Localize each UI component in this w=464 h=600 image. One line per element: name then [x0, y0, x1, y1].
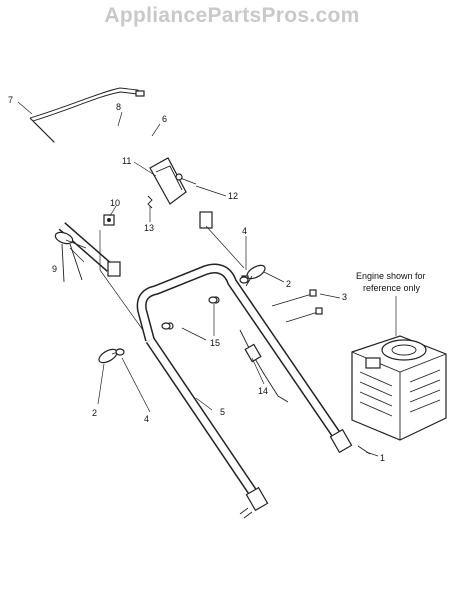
part-4-washer-top[interactable]: [239, 276, 249, 284]
callout-9: 9: [52, 264, 57, 274]
part-5-lower-handle[interactable]: [136, 263, 353, 512]
callout-2-top: 2: [286, 279, 291, 289]
part-15-washers[interactable]: [161, 296, 218, 330]
callout-14: 14: [258, 386, 268, 396]
callout-11: 11: [122, 156, 131, 166]
callout-15: 15: [210, 338, 220, 348]
part-3-bolts[interactable]: [271, 289, 323, 323]
engine-note-line-1: Engine shown for: [356, 271, 426, 281]
part-11-control-box[interactable]: [149, 157, 187, 205]
callout-1: 1: [380, 453, 385, 463]
leader-lines: [17, 101, 379, 457]
callout-3: 3: [342, 292, 347, 302]
bottom-clip: [239, 507, 253, 519]
part-4-washer-bottom[interactable]: [115, 348, 125, 356]
engine-reference-drawing: [351, 335, 447, 441]
callout-6: 6: [162, 114, 167, 124]
callout-4-bottom: 4: [144, 414, 149, 424]
callout-5: 5: [220, 407, 225, 417]
part-6-upper-handle[interactable]: [54, 120, 213, 277]
callout-4-top: 4: [242, 226, 247, 236]
callout-12: 12: [228, 191, 238, 201]
callout-2-bottom: 2: [92, 408, 97, 418]
part-14-control-cable[interactable]: [239, 329, 289, 403]
engine-note-line-2: reference only: [363, 283, 421, 293]
callout-7: 7: [8, 95, 13, 105]
part-12-screw[interactable]: [175, 173, 197, 185]
part-10-nut[interactable]: [103, 214, 115, 226]
callout-8: 8: [116, 102, 121, 112]
callout-10: 10: [110, 198, 120, 208]
watermark-text: AppliancePartsPros.com: [104, 4, 360, 27]
callout-13: 13: [144, 223, 154, 233]
